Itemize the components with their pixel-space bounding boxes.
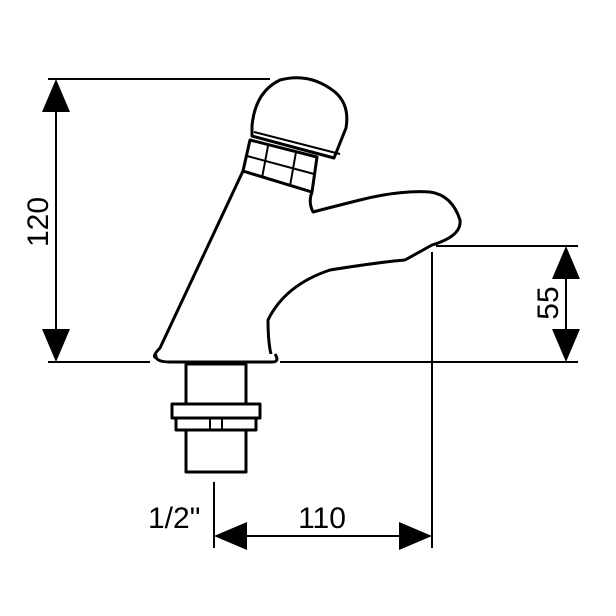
- dimension-55: 55: [436, 245, 580, 362]
- dimension-120: 120: [22, 78, 578, 363]
- dimension-label-110: 110: [298, 502, 346, 535]
- faucet-body: [153, 76, 462, 364]
- thread-size-label: 1/2": [148, 502, 200, 535]
- dimension-110: 110: [213, 252, 433, 550]
- threaded-connector: [170, 362, 262, 474]
- dimension-label-120: 120: [22, 197, 55, 247]
- dimension-label-55: 55: [532, 286, 565, 319]
